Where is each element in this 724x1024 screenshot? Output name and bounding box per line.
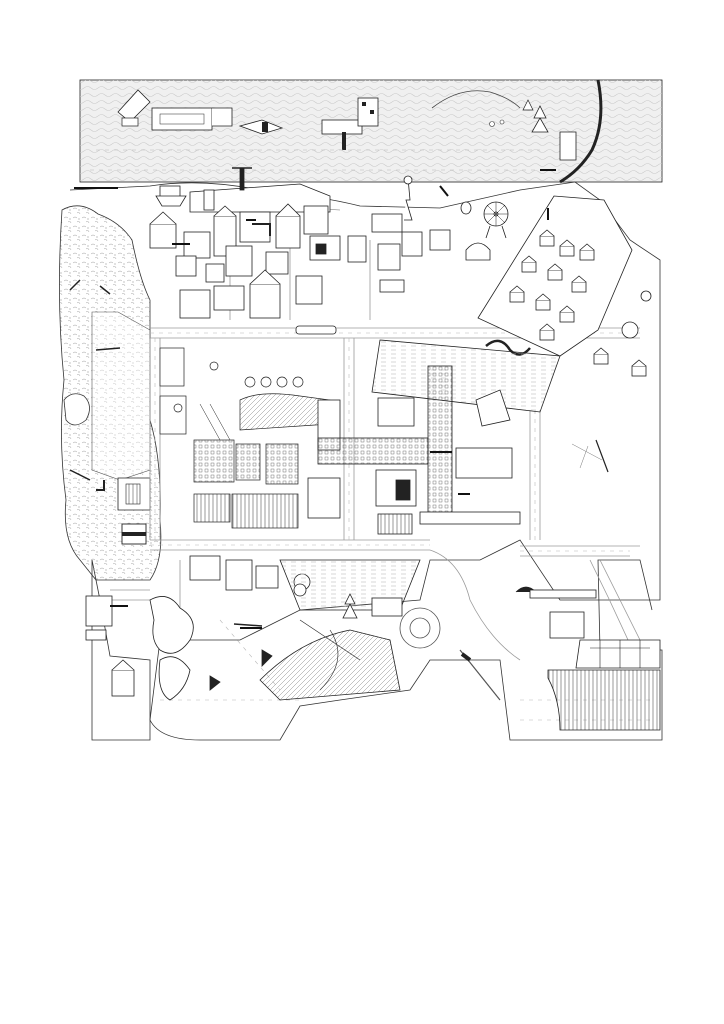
house-icon [593,347,609,365]
tree-icon [522,99,534,111]
house-icon [547,263,563,281]
harbour-building [321,119,363,135]
house-icon [579,243,595,261]
house-icon [571,275,587,293]
harbour [515,439,661,731]
central-complex [307,365,521,535]
balloon-icon [460,201,472,215]
flag-icon [261,649,273,667]
fairground [347,175,509,293]
farm-fields [159,347,331,529]
tree-icon [531,105,549,133]
house-icon [509,285,525,303]
house-icon [559,239,575,257]
eastern-pier-village [371,195,652,413]
tower-icon [357,97,379,127]
road-network [110,199,641,661]
park [259,559,421,701]
hill-outline [431,90,521,109]
house-icon [539,323,555,341]
ferris-wheel-icon [483,201,509,239]
tree-icon [342,593,358,619]
breakwater [559,79,603,184]
house-icon [521,255,537,273]
tower-icon [404,177,413,221]
house-icon [631,359,647,377]
tree-icon [244,376,304,388]
truck-icon [121,117,139,127]
house-icon [559,305,575,323]
house-icon [535,293,551,311]
boat-icon [155,195,187,207]
north-village [149,167,341,335]
rocky-cliff [59,205,162,581]
roundabout [399,607,501,701]
flag-icon [209,675,221,691]
house-icon [539,229,555,247]
south-town [85,555,311,701]
sea-area [79,79,663,184]
ship-hull [547,669,661,731]
